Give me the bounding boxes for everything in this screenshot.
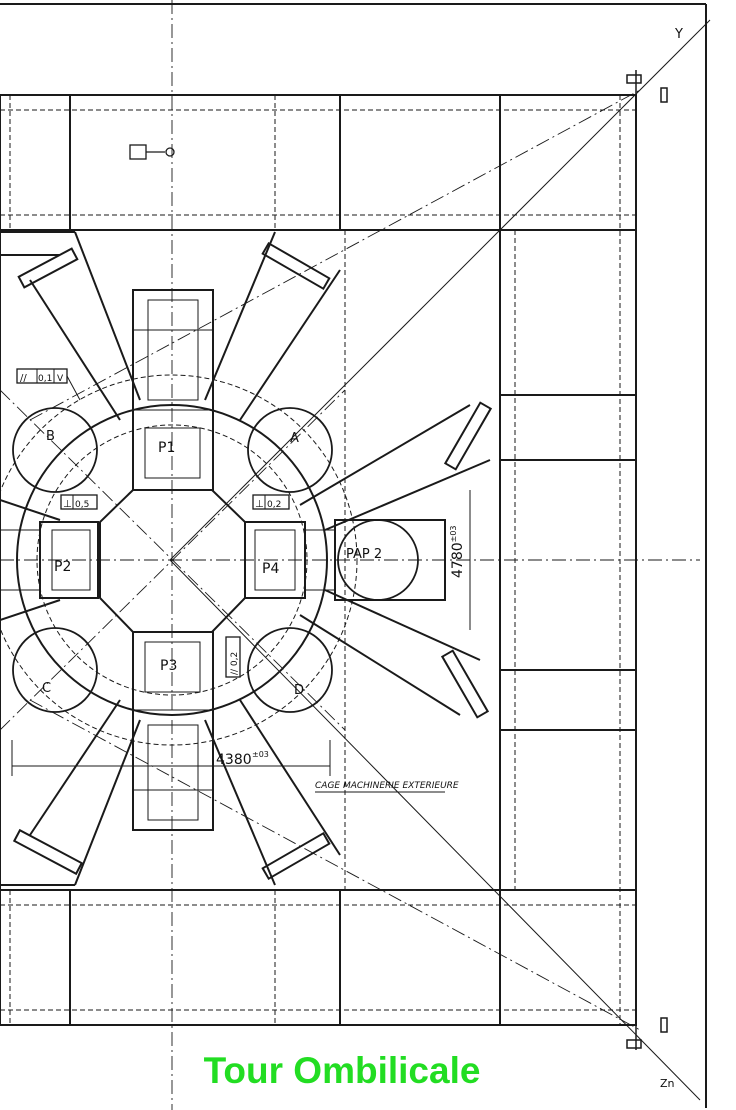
dimension-vertical-value: 4780±03 (449, 525, 466, 578)
tolerance-frame-mid: // 0,2 (225, 636, 241, 678)
pit-cages (39, 289, 446, 831)
survey-symbol (129, 144, 175, 160)
corner-marker-top (626, 70, 668, 110)
tolerance-frame-left: ⊥ 0,5 (60, 494, 98, 510)
outer-frame (0, 3, 707, 1108)
dimension-horizontal: 4380 ±03 (11, 740, 331, 776)
tolerance-mid-value: // 0,2 (230, 652, 240, 675)
tank-label-c: C (42, 681, 51, 696)
tolerance-frame-right: ⊥ 0,2 (252, 494, 290, 510)
pit-label-pap2: PAP 2 (346, 547, 382, 562)
machinery-note-text: CAGE MACHINERIE EXTERIEURE (315, 781, 459, 791)
dimension-horizontal-value: 4380 (216, 752, 252, 768)
machinery-note: CAGE MACHINERIE EXTERIEURE (315, 781, 459, 793)
pit-cage-details (0, 299, 335, 821)
drawing-caption: Tour Ombilicale (203, 1050, 481, 1091)
axis-label-zn: Zn (660, 1077, 675, 1090)
pit-label-p1: P1 (158, 440, 175, 456)
center-lines (0, 0, 700, 1110)
tank-label-b: B (46, 429, 55, 444)
pit-label-p3: P3 (160, 658, 177, 674)
pit-label-p2: P2 (54, 559, 71, 575)
tolerance-right-symbol: ⊥ (255, 499, 264, 510)
walkway-arms (0, 231, 491, 886)
tank-circles (12, 407, 419, 713)
diagonal-lines (169, 19, 711, 1101)
tolerance-top-symbol: // (20, 373, 27, 384)
arm-end-plates (12, 241, 493, 881)
tolerance-right-value: 0,2 (267, 500, 281, 510)
guide-circles-dashed (0, 374, 358, 746)
tank-label-a: A (290, 431, 299, 446)
guide-circles (16, 404, 328, 716)
axis-label-y: Y (674, 27, 683, 42)
dimension-horizontal-tol: ±03 (252, 750, 269, 759)
corner-marker-bottom (626, 1010, 668, 1050)
tolerance-left-symbol: ⊥ (63, 499, 72, 510)
tolerance-top-value: 0,1 (38, 374, 52, 384)
pit-label-p4: P4 (262, 561, 279, 577)
tolerance-top-ref: V (57, 374, 64, 384)
central-octagon (99, 489, 246, 633)
tolerance-left-value: 0,5 (75, 500, 89, 510)
tank-label-d: D (294, 683, 304, 698)
tolerance-frame-top: // 0,1 V (16, 368, 81, 401)
dimension-vertical: 4780±03 (449, 490, 471, 630)
